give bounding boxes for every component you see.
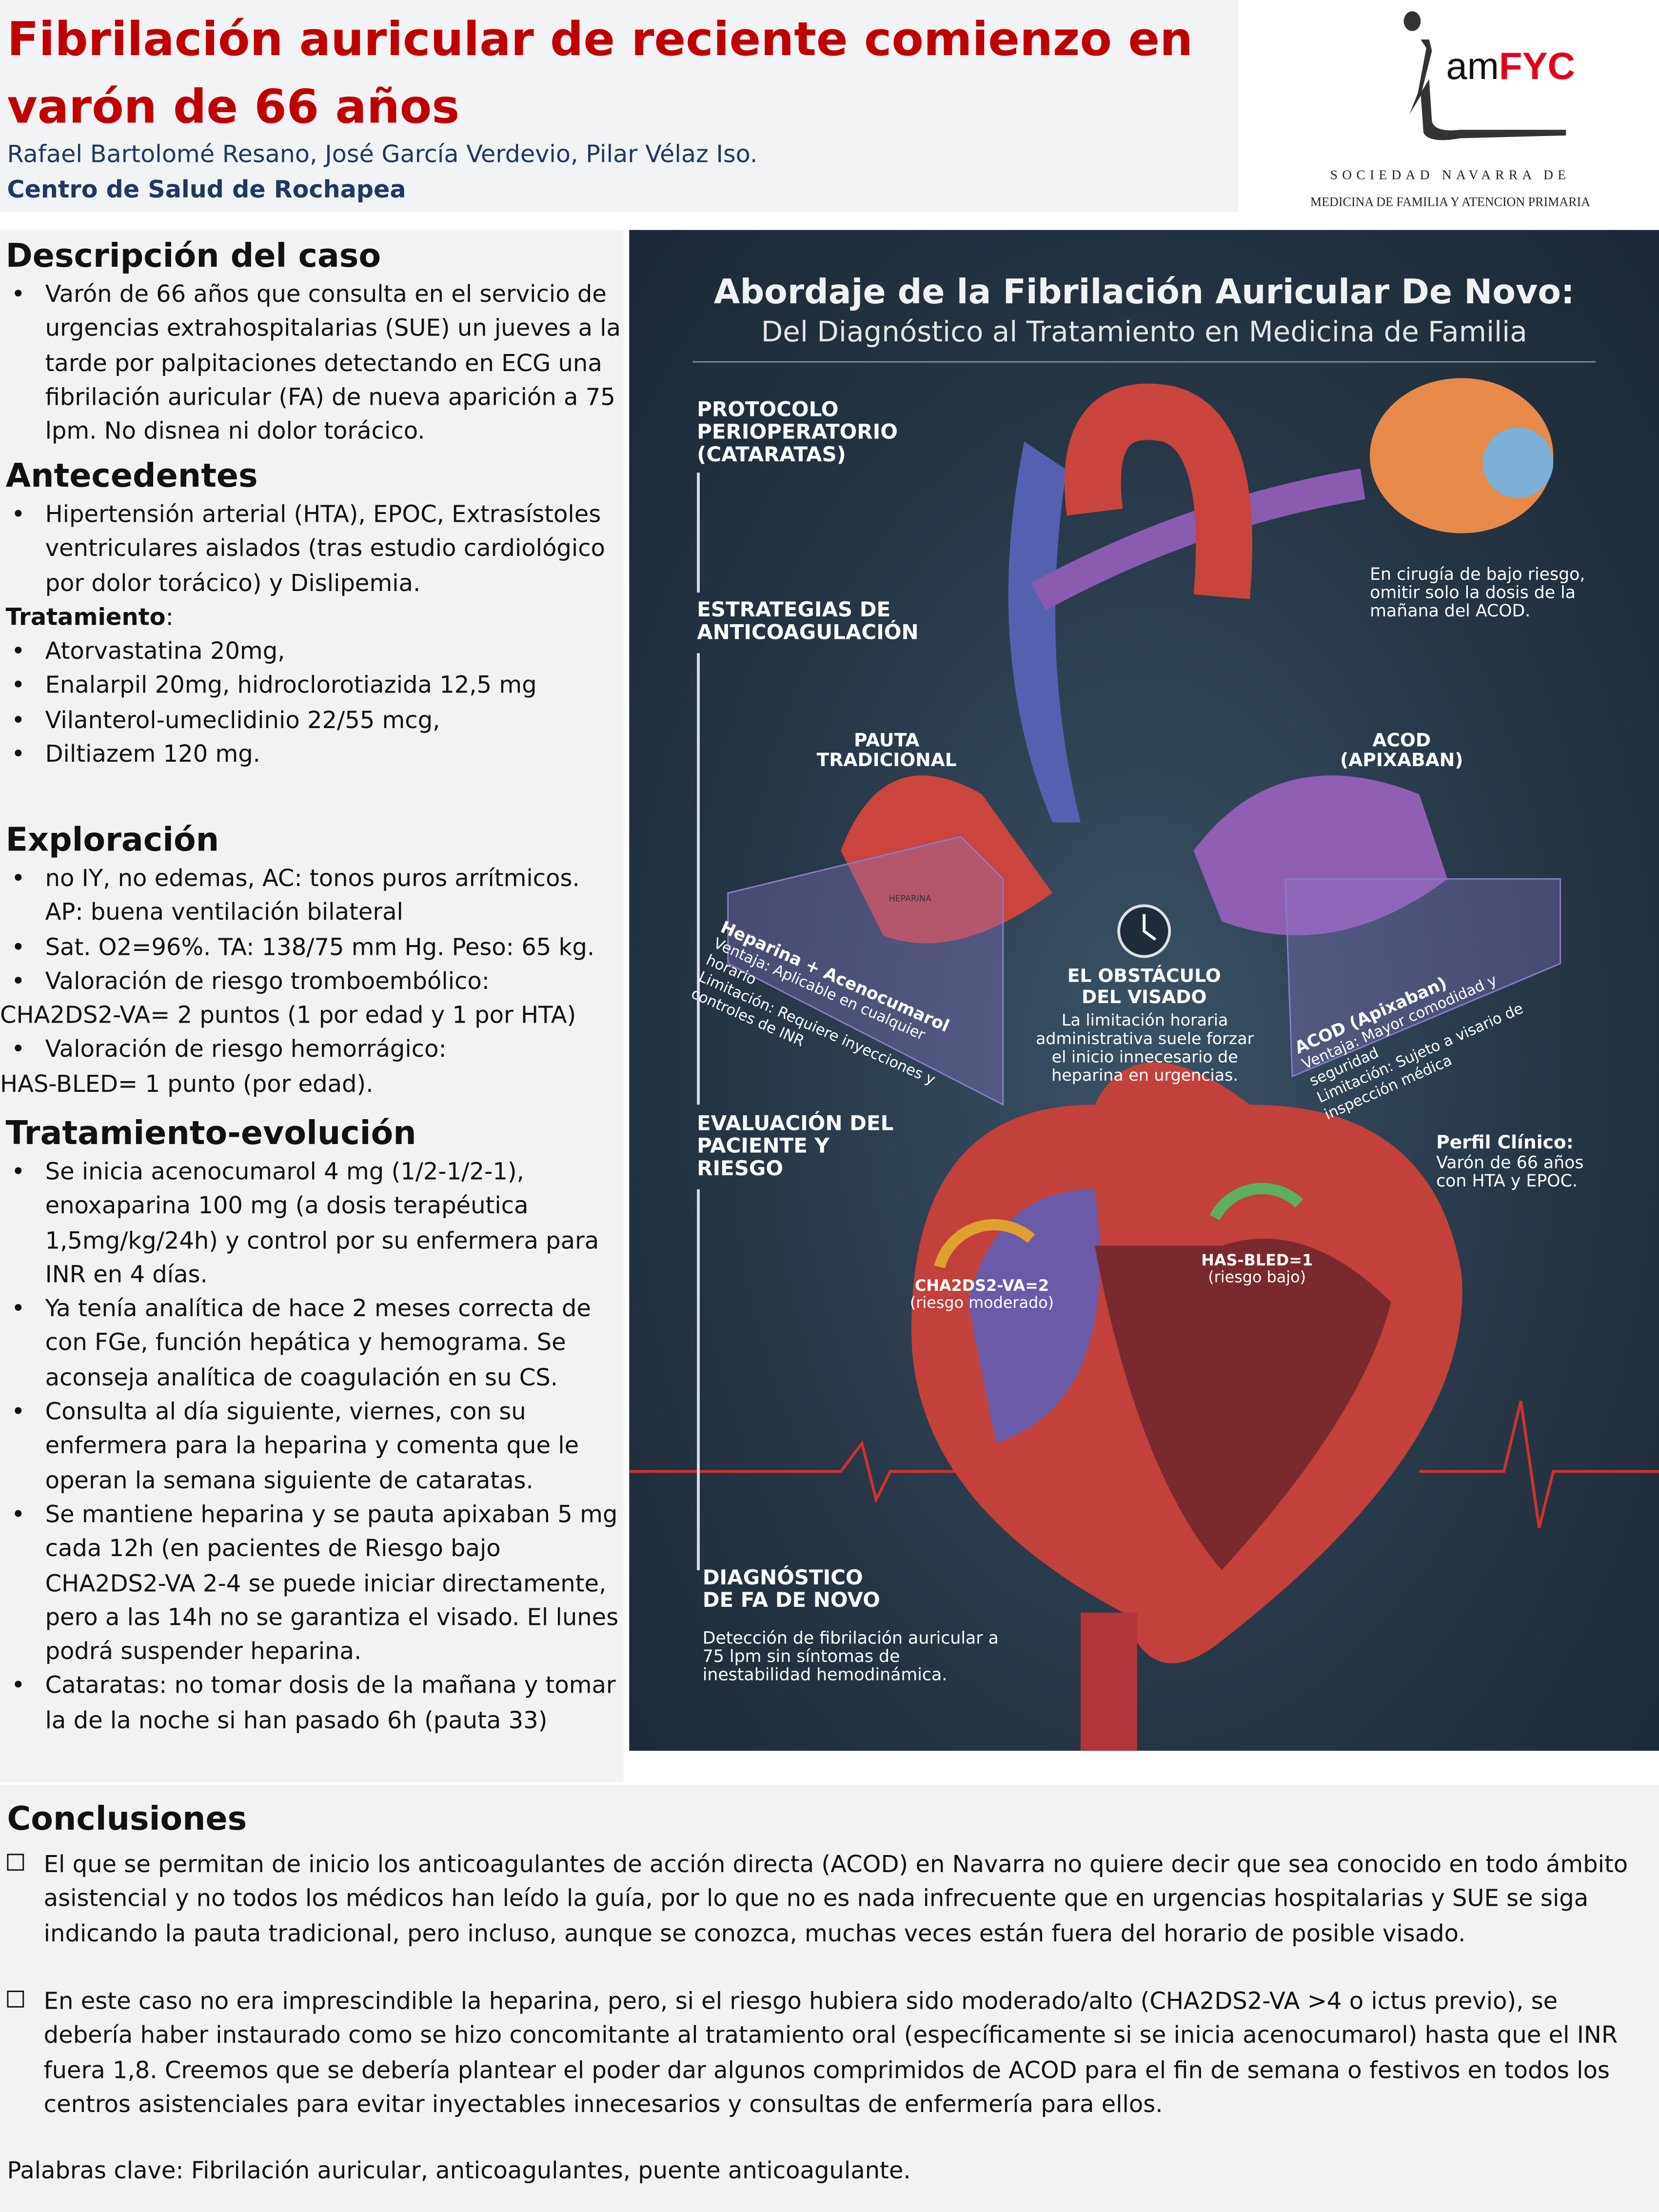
section-antecedentes: Antecedentes Hipertensión arterial (HTA)… xyxy=(6,455,624,772)
poster-header: Fibrilación auricular de reciente comien… xyxy=(0,0,1239,212)
infographic-subtitle: Del Diagnóstico al Tratamiento en Medici… xyxy=(761,315,1527,349)
perfil-title: Perfil Clínico: xyxy=(1436,1133,1574,1154)
keywords: Palabras clave: Fibrilación auricular, a… xyxy=(7,2157,911,2184)
case-column: Descripción del caso Varón de 66 años qu… xyxy=(0,230,624,1782)
text-obstaculo: La limitación horaria administrativa sue… xyxy=(1036,1010,1254,1085)
list-item: Sat. O2=96%. TA: 138/75 mm Hg. Peso: 65 … xyxy=(6,930,624,965)
gauge-hasbled: HAS-BLED=1 xyxy=(1201,1251,1313,1270)
label-pauta: PAUTA TRADICIONAL xyxy=(816,731,957,772)
text-cirugia: En cirugía de bajo riesgo, omitir solo l… xyxy=(1370,564,1585,621)
infographic: Abordaje de la Fibrilación Auricular De … xyxy=(629,230,1659,1751)
checkbox-icon xyxy=(7,1854,24,1871)
poster-title: Fibrilación auricular de reciente comien… xyxy=(7,11,1193,134)
cha-score: CHA2DS2-VA= 2 puntos (1 por edad y 1 por… xyxy=(0,1002,576,1029)
logo-line1: SOCIEDAD NAVARRA DE xyxy=(1330,169,1571,184)
label-obstaculo: EL OBSTÁCULO DEL VISADO xyxy=(1067,966,1221,1009)
list-item: Ya tenía analítica de hace 2 meses corre… xyxy=(6,1293,624,1396)
logo-wordmark: amFYC xyxy=(1446,45,1576,88)
list-item: Valoración de riesgo tromboembólico: xyxy=(6,965,624,999)
gauge-hasbled-sub: (riesgo bajo) xyxy=(1208,1268,1306,1287)
conclusion-item: El que se permitan de inicio los anticoa… xyxy=(7,1848,1643,1951)
heparina-vial-label: HEPARINA xyxy=(889,894,931,905)
heading-tratamiento: Tratamiento-evolución xyxy=(5,1116,416,1153)
conclusion-item: En este caso no era imprescindible la he… xyxy=(7,1985,1643,2122)
text-diagnostico: Detección de fibrilación auricular a 75 … xyxy=(702,1628,999,1685)
gauge-cha-sub: (riesgo moderado) xyxy=(909,1293,1054,1312)
heading-exploracion: Exploración xyxy=(5,822,219,859)
label-estrategias: ESTRATEGIAS DE ANTICOAGULACIÓN xyxy=(697,599,919,645)
heading-descripcion: Descripción del caso xyxy=(5,238,381,276)
list-item: Se inicia acenocumarol 4 mg (1/2-1/2-1),… xyxy=(6,1155,624,1292)
samfyc-logo: amFYC SOCIEDAD NAVARRA DE MEDICINA DE FA… xyxy=(1241,0,1659,226)
label-diagnostico: DIAGNÓSTICO DE FA DE NOVO xyxy=(702,1567,880,1613)
gauge-cha: CHA2DS2-VA=2 xyxy=(914,1277,1049,1295)
heading-antecedentes: Antecedentes xyxy=(5,458,258,495)
connector-line xyxy=(697,653,699,1105)
figure-logo-icon xyxy=(1403,11,1566,140)
section-exploracion: Exploración no IY, no edemas, AC: tonos … xyxy=(0,820,624,1102)
logo-line2: MEDICINA DE FAMILIA Y ATENCION PRIMARIA xyxy=(1310,195,1590,209)
list-item: Atorvastatina 20mg, xyxy=(6,635,624,670)
heart-illustration xyxy=(629,378,1659,1751)
list-item: Valoración de riesgo hemorrágico: xyxy=(6,1033,624,1068)
label-acod: ACOD (APIXABAN) xyxy=(1340,731,1463,772)
list-item: Enalarpil 20mg, hidroclorotiazida 12,5 m… xyxy=(6,670,624,704)
connector-line xyxy=(697,1189,699,1570)
list-item: Hipertensión arterial (HTA), EPOC, Extra… xyxy=(6,498,624,601)
divider xyxy=(692,361,1596,363)
label-evaluacion: EVALUACIÓN DEL PACIENTE Y RIESGO xyxy=(697,1113,894,1181)
label-protocolo: PROTOCOLO PERIOPERATORIO (CATARATAS) xyxy=(697,399,898,467)
list-item: Se mantiene heparina y se pauta apixaban… xyxy=(6,1498,624,1669)
section-tratamiento: Tratamiento-evolución Se inicia acenocum… xyxy=(6,1113,624,1738)
list-item: Consulta al día siguiente, viernes, con … xyxy=(6,1395,624,1498)
section-descripcion: Descripción del caso Varón de 66 años qu… xyxy=(6,236,624,449)
heading-conclusiones: Conclusiones xyxy=(7,1801,247,1838)
health-center: Centro de Salud de Rochapea xyxy=(7,176,406,205)
perfil-text: Varón de 66 años con HTA y EPOC. xyxy=(1436,1152,1584,1191)
list-item: Vilanterol-umeclidinio 22/55 mcg, xyxy=(6,704,624,738)
list-item: Varón de 66 años que consulta en el serv… xyxy=(6,278,624,449)
infographic-title: Abordaje de la Fibrilación Auricular De … xyxy=(713,272,1575,312)
connector-line xyxy=(697,473,699,593)
list-item: Cataratas: no tomar dosis de la mañana y… xyxy=(6,1670,624,1738)
list-item: no IY, no edemas, AC: tonos puros arrítm… xyxy=(6,862,624,931)
tratamiento-label: Tratamiento: xyxy=(5,603,174,631)
authors: Rafael Bartolomé Resano, José García Ver… xyxy=(7,141,758,170)
hasbled-score: HAS-BLED= 1 punto (por edad). xyxy=(0,1070,374,1098)
checkbox-icon xyxy=(7,1991,24,2008)
list-item: Diltiazem 120 mg. xyxy=(6,738,624,772)
section-conclusiones: Conclusiones El que se permitan de inici… xyxy=(0,1784,1659,2212)
